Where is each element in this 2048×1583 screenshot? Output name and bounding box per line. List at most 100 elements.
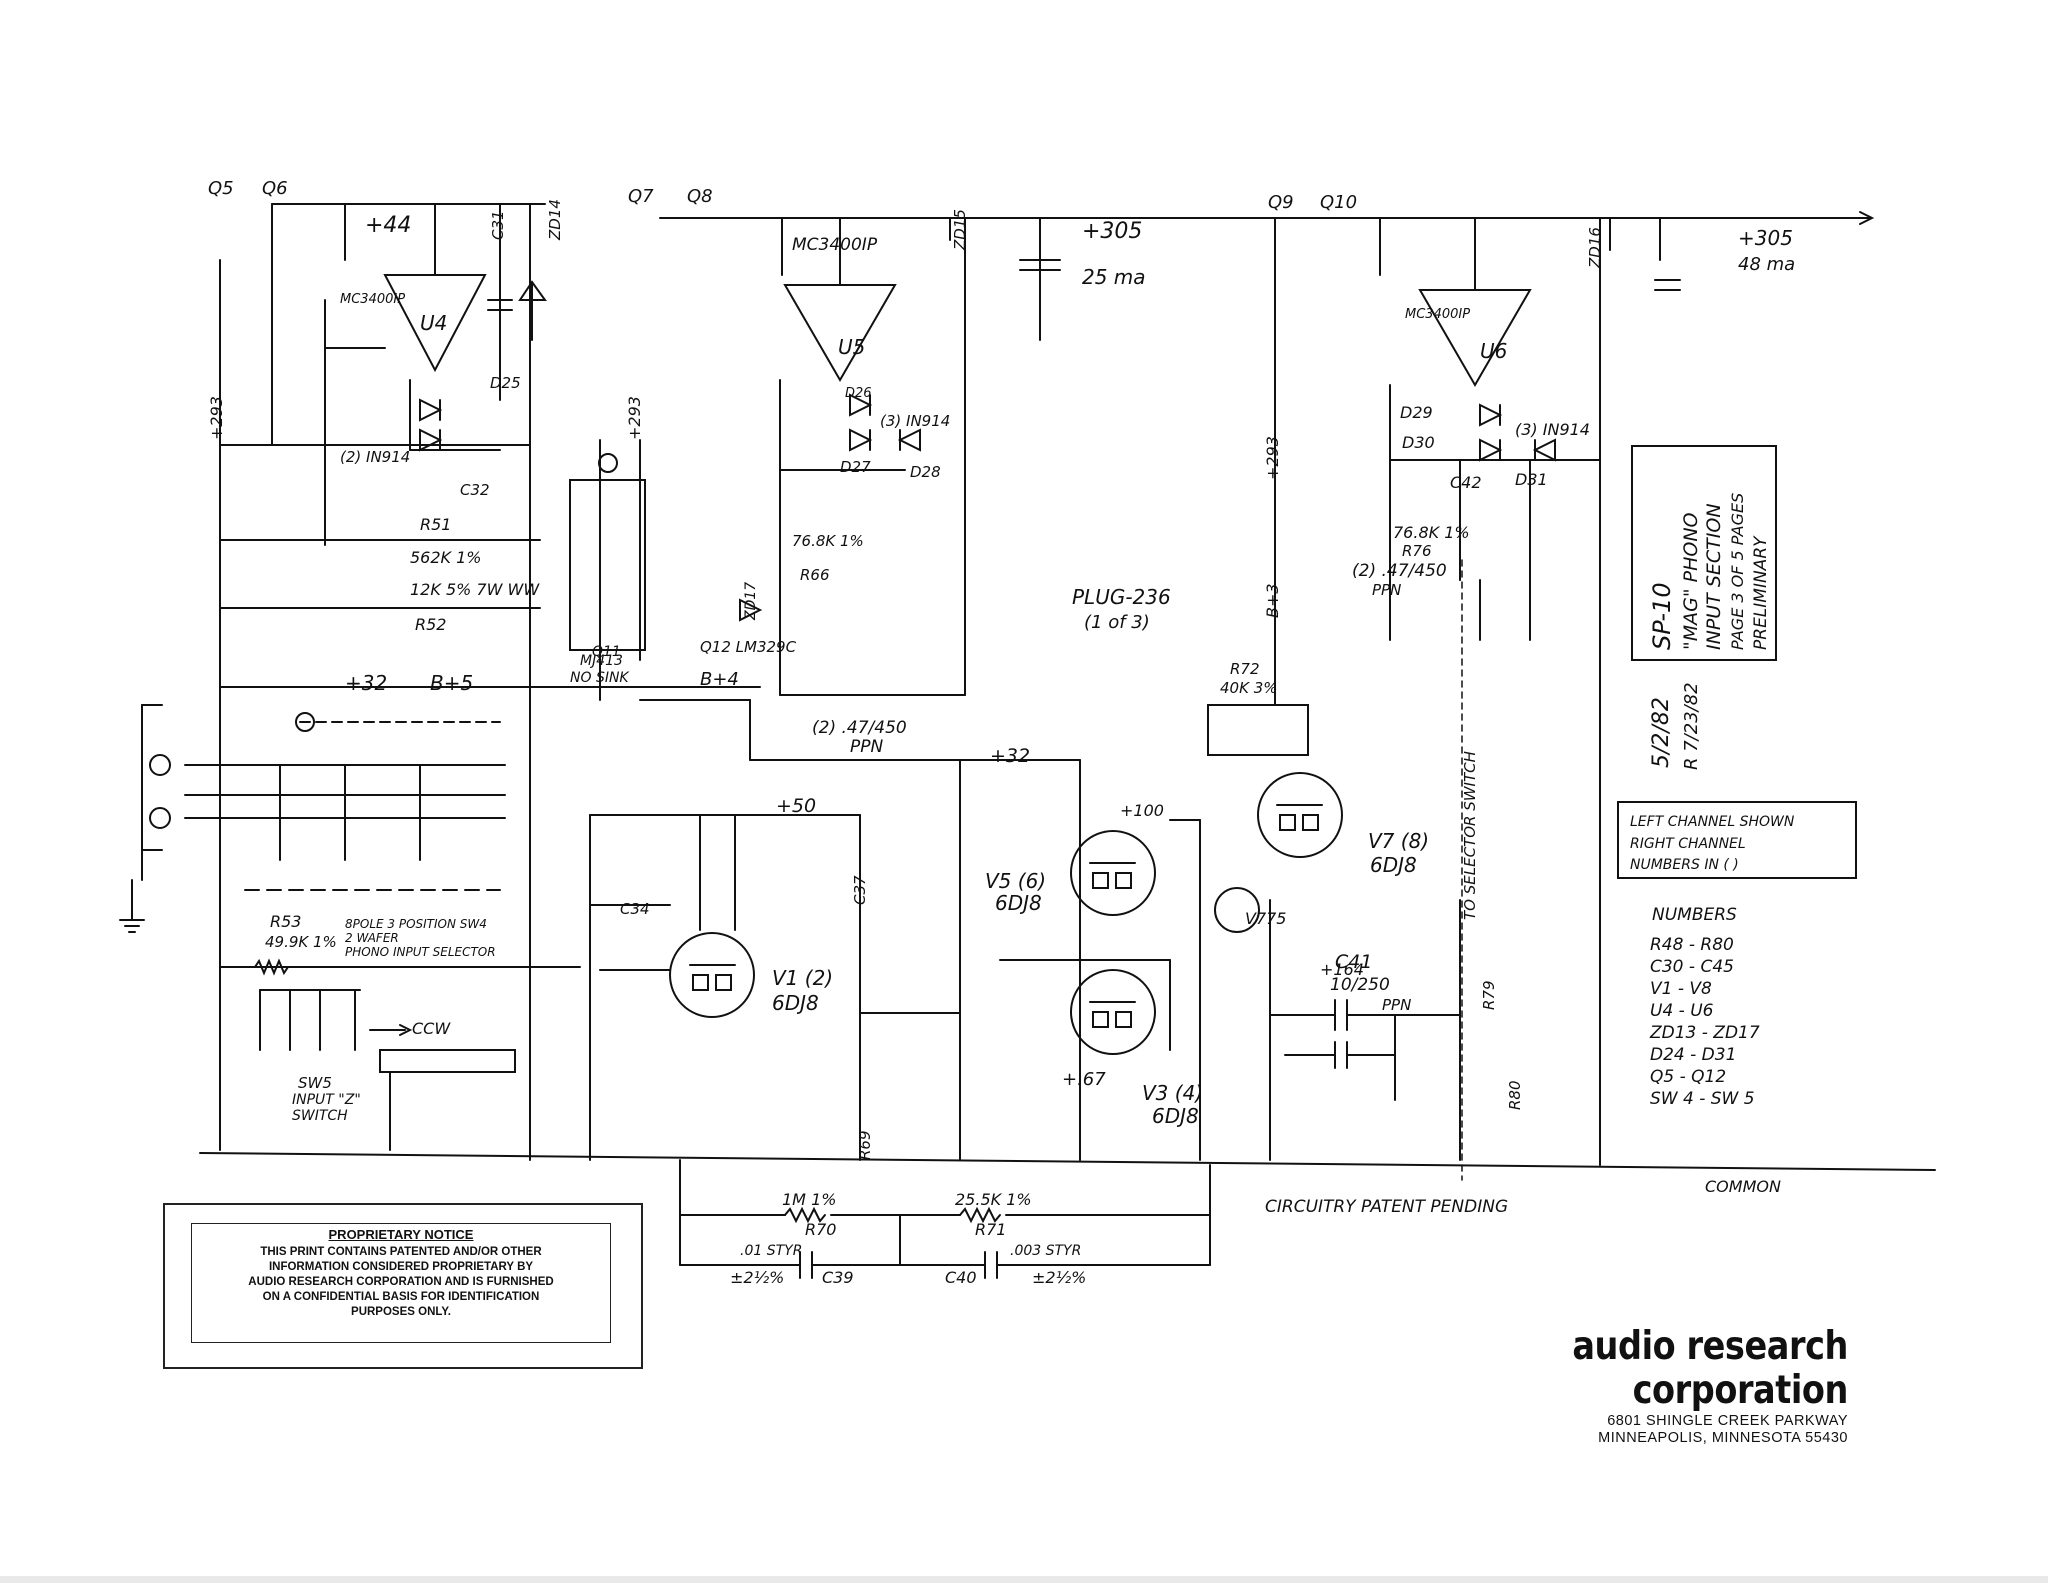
label-ccw: CCW [412,1019,451,1038]
label-q12: Q12 LM329C [700,638,797,656]
label-sw4-c: PHONO INPUT SELECTOR [345,945,496,959]
label-plug-sub: (1 of 3) [1084,612,1150,633]
label-ppnb: PPN [1372,581,1401,599]
label-mc-u6: MC3400IP [1405,307,1470,322]
label-q10: Q10 [1320,192,1357,213]
notice-line: ON A CONFIDENTIAL BASIS FOR IDENTIFICATI… [262,1291,540,1303]
label-rail-305-right: +305 [1738,226,1793,250]
label-d27: D27 [840,458,871,476]
tube-v3 [1070,969,1156,1055]
notice-line: THIS PRINT CONTAINS PATENTED AND/OR OTHE… [260,1246,542,1258]
label-r76: R76 [1402,542,1432,560]
label-q11: Q11 [592,644,621,660]
numbers-row: R48 - R80 [1650,935,1734,955]
label-r53: R53 [270,912,301,931]
numbers-row: U4 - U6 [1650,1001,1714,1021]
label-rail-32-b: +32 [990,745,1030,767]
label-r71: R71 [975,1220,1006,1239]
label-c32: C32 [460,481,490,499]
label-b5: B+5 [430,671,473,695]
label-ppn-047b: (2) .47/450 [1352,561,1447,581]
label-plus67: +.67 [1062,1069,1106,1090]
notice-line: AUDIO RESEARCH CORPORATION AND IS FURNIS… [248,1276,554,1288]
label-q8: Q8 [687,186,713,207]
label-in914-3: (3) IN914 [880,412,950,430]
label-in914-3b: (3) IN914 [1515,420,1590,439]
label-q9: Q9 [1268,192,1294,213]
label-r52-val: 12K 5% 7W WW [410,580,540,599]
label-r80: R80 [1506,1080,1524,1110]
label-rail-305-ma: 25 ma [1082,265,1146,289]
label-common: COMMON [1705,1177,1781,1196]
label-b3: B+3 [1263,583,1282,618]
label-mj413: MJ413 [580,653,623,669]
label-c39-val: .01 STYR [740,1243,802,1259]
label-v1-type: 6DJ8 [772,991,819,1015]
label-zd17: ZD17 [743,582,759,621]
common-ground-line [199,1152,1936,1171]
title-date: 5/2/82 [1649,697,1674,768]
label-plus32-left: +293 [207,396,226,440]
label-rail-305: +305 [1082,219,1142,244]
label-v3: V3 (4) [1142,1081,1203,1105]
label-u4: U4 [420,311,447,335]
label-b4: B+4 [700,669,739,690]
notice-title: PROPRIETARY NOTICE [328,1227,474,1242]
label-c37: C37 [851,875,869,905]
rail-arrow [1859,211,1875,225]
label-r52: R52 [415,615,446,634]
label-r51-val: 562K 1% [410,548,482,567]
channel-note-line-2: NUMBERS IN ( ) [1630,857,1739,873]
label-q5: Q5 [208,178,234,199]
label-sw5-c: SWITCH [292,1108,348,1124]
label-c40-tol: ±2½% [1032,1268,1086,1287]
label-plus50: +50 [776,795,816,817]
title-revision: R 7/23/82 [1681,682,1702,770]
title-line-0: SP-10 [1648,582,1676,650]
company-address-1: 6801 SHINGLE CREEK PARKWAY [1607,1413,1848,1429]
label-r51: R51 [420,515,451,534]
label-ppn-047: (2) .47/450 [812,718,907,738]
label-zd15: ZD15 [951,209,969,251]
title-line-4: PRELIMINARY [1751,535,1771,650]
label-r53-val: 49.9K 1% [265,933,337,951]
company-name: audio research corporation [1572,1324,1848,1413]
label-mc-u5: MC3400IP [792,235,878,255]
label-d31: D31 [1515,470,1548,489]
sw5-switch-body [379,1049,516,1073]
label-c34: C34 [620,900,650,918]
label-ppn: PPN [850,737,884,757]
tube-v7 [1257,772,1343,858]
label-r71-val: 25.5K 1% [955,1190,1032,1209]
label-r72-val: 40K 3% [1220,679,1278,697]
label-rail-32: +32 [345,671,387,695]
op-amp-u6 [1418,289,1532,387]
label-r76-val: 76.8K 1% [1393,523,1470,542]
label-plus293-a: +293 [625,396,644,440]
proprietary-notice-inner: PROPRIETARY NOTICE THIS PRINT CONTAINS P… [191,1223,611,1343]
label-plus100: +100 [1120,801,1164,820]
label-mc-u4: MC3400IP [340,292,405,307]
label-zd14: ZD14 [546,199,564,241]
label-sw4: 8POLE 3 POSITION SW4 [345,917,487,931]
title-block: SP-10 "MAG" PHONO INPUT SECTION PAGE 3 O… [1631,445,1777,770]
label-d29: D29 [1400,403,1433,422]
label-c42: C42 [1450,473,1482,492]
label-v5: V5 (6) [985,869,1046,893]
title-line-3: PAGE 3 OF 5 PAGES [1728,493,1747,650]
label-v5-type: 6DJ8 [995,891,1042,915]
label-plug: PLUG-236 [1072,585,1171,609]
numbers-row: V1 - V8 [1650,979,1712,999]
label-sw5-b: INPUT "Z" [292,1092,361,1108]
label-v3-type: 6DJ8 [1152,1104,1199,1128]
numbers-heading: NUMBERS [1652,905,1737,925]
label-q7: Q7 [628,186,654,207]
label-v1: V1 (2) [772,966,833,990]
label-r66: R66 [800,566,830,584]
title-line-1: "MAG" PHONO [1680,512,1702,650]
label-r70: R70 [805,1220,836,1239]
numbers-row: D24 - D31 [1650,1045,1736,1065]
label-c40-val: .003 STYR [1010,1243,1081,1259]
label-d26: D26 [845,386,872,401]
